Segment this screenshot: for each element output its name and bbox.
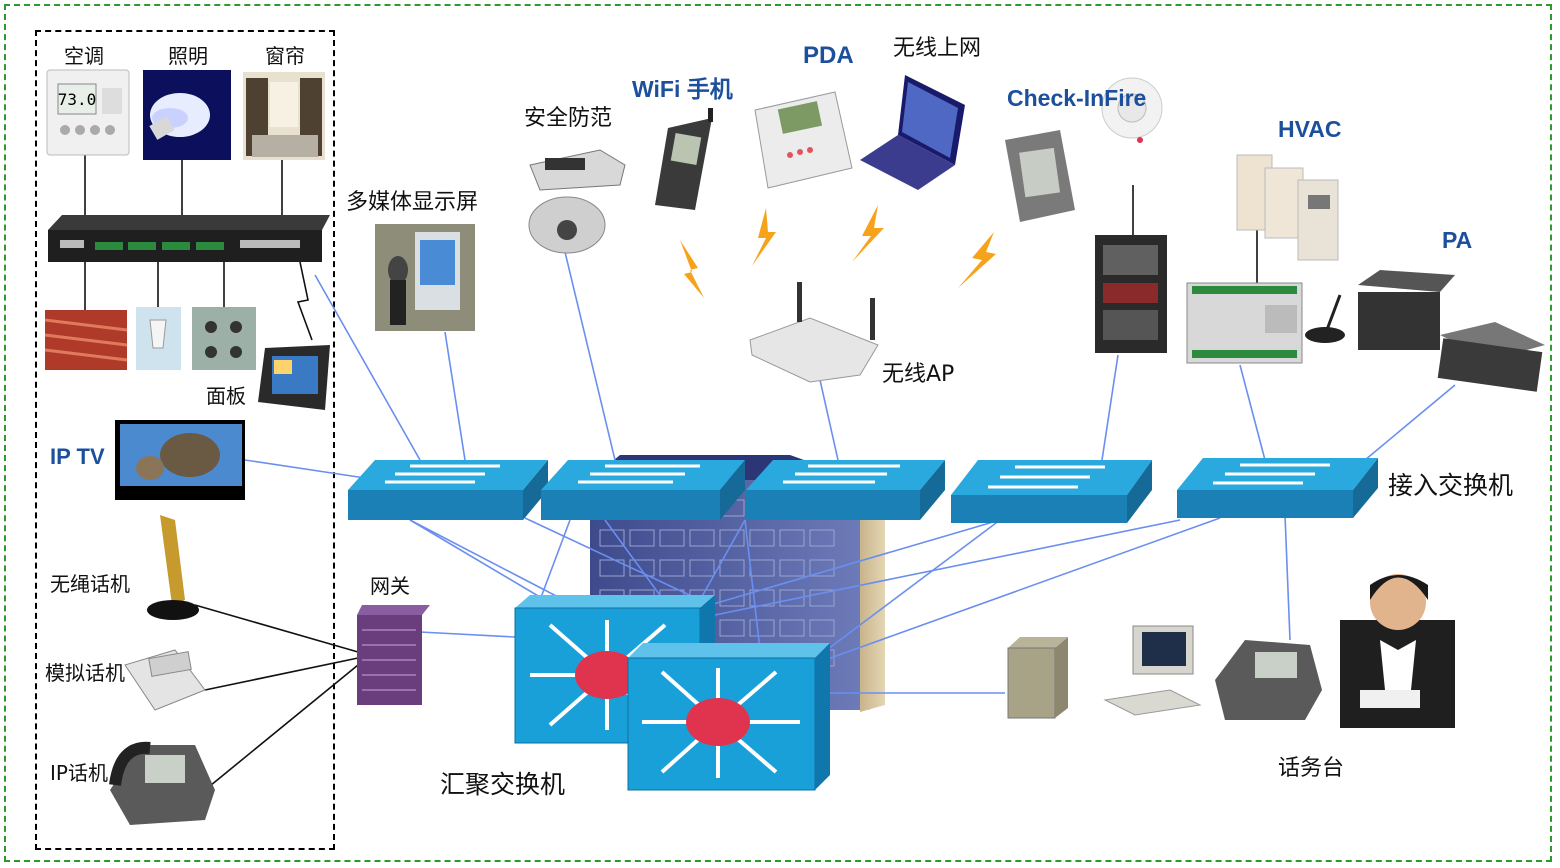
desktop-computer-icon [1103, 625, 1202, 716]
outer-frame [4, 4, 1552, 862]
label-ip-phone: IP话机 [50, 761, 108, 785]
label-attendant-console: 话务台 [1278, 756, 1345, 781]
floor-heating-icon [44, 310, 128, 370]
wireless-ap-icon [749, 282, 879, 383]
label-lighting: 照明 [168, 44, 208, 68]
thermostat-icon: 73.0 [46, 69, 130, 156]
security-camera-icon [528, 149, 626, 254]
curtain-icon [243, 72, 325, 160]
controller-unit-icon [48, 215, 330, 262]
access-switches [348, 458, 1378, 523]
switch-panel-icon [192, 307, 256, 370]
label-wireless-internet: 无线上网 [893, 36, 982, 61]
thermostat-display: 73.0 [58, 90, 97, 109]
laptop-icon [860, 75, 965, 190]
gateway-icon [357, 605, 430, 705]
analog-phone-icon [124, 649, 206, 711]
label-gateway: 网关 [370, 574, 410, 598]
access-switch-2 [541, 460, 745, 520]
label-hvac: HVAC [1278, 116, 1342, 142]
aggregation-switches [514, 595, 830, 791]
access-switch-3 [746, 460, 945, 520]
label-aggregation-switch: 汇聚交换机 [440, 770, 566, 799]
wireless-signals [680, 205, 996, 298]
hvac-thermostat-icon [1236, 154, 1339, 261]
label-curtain: 窗帘 [265, 44, 305, 68]
multimedia-screen-icon [375, 224, 475, 331]
label-security: 安全防范 [524, 106, 613, 131]
check-in-terminal-icon [1005, 130, 1075, 222]
access-switch-1 [348, 460, 548, 520]
cordless-phone-icon [147, 515, 199, 620]
label-pa: PA [1442, 227, 1473, 253]
ip-phone-icon [109, 741, 215, 825]
touch-panel-icon [258, 345, 330, 410]
fire-alarm-panel-icon [1095, 235, 1167, 353]
desk-ip-phone-icon [1215, 640, 1322, 720]
label-panel: 面板 [206, 384, 246, 408]
sensor-icon [136, 307, 181, 370]
light-bulb-icon [143, 70, 231, 160]
smoke-detector-icon [1101, 77, 1163, 143]
access-switch-5 [1177, 458, 1378, 518]
access-switch-4 [951, 460, 1152, 523]
label-pda: PDA [803, 42, 854, 69]
pa-amplifier-icon [1305, 270, 1545, 392]
wifi-phone-icon [655, 108, 713, 210]
label-cordless-phone: 无绳话机 [50, 572, 130, 596]
iptv-icon [115, 420, 245, 500]
label-analog-phone: 模拟话机 [45, 661, 125, 685]
label-multimedia-screen: 多媒体显示屏 [346, 190, 479, 215]
hvac-controller-icon [1186, 282, 1303, 364]
control-links [84, 155, 1258, 791]
label-wifi-phone: WiFi 手机 [632, 76, 733, 102]
pda-icon [754, 91, 853, 189]
label-iptv: IP TV [50, 444, 105, 469]
server-tower-icon [1007, 637, 1068, 719]
label-wireless-ap: 无线AP [882, 362, 955, 387]
operator-avatar [1340, 574, 1455, 728]
core-switch-2 [627, 643, 830, 791]
label-access-switch: 接入交换机 [1388, 471, 1514, 500]
label-aircon: 空调 [64, 44, 104, 68]
building-automation-group [35, 30, 335, 850]
label-check-in-fire: Check-InFire [1007, 85, 1147, 111]
